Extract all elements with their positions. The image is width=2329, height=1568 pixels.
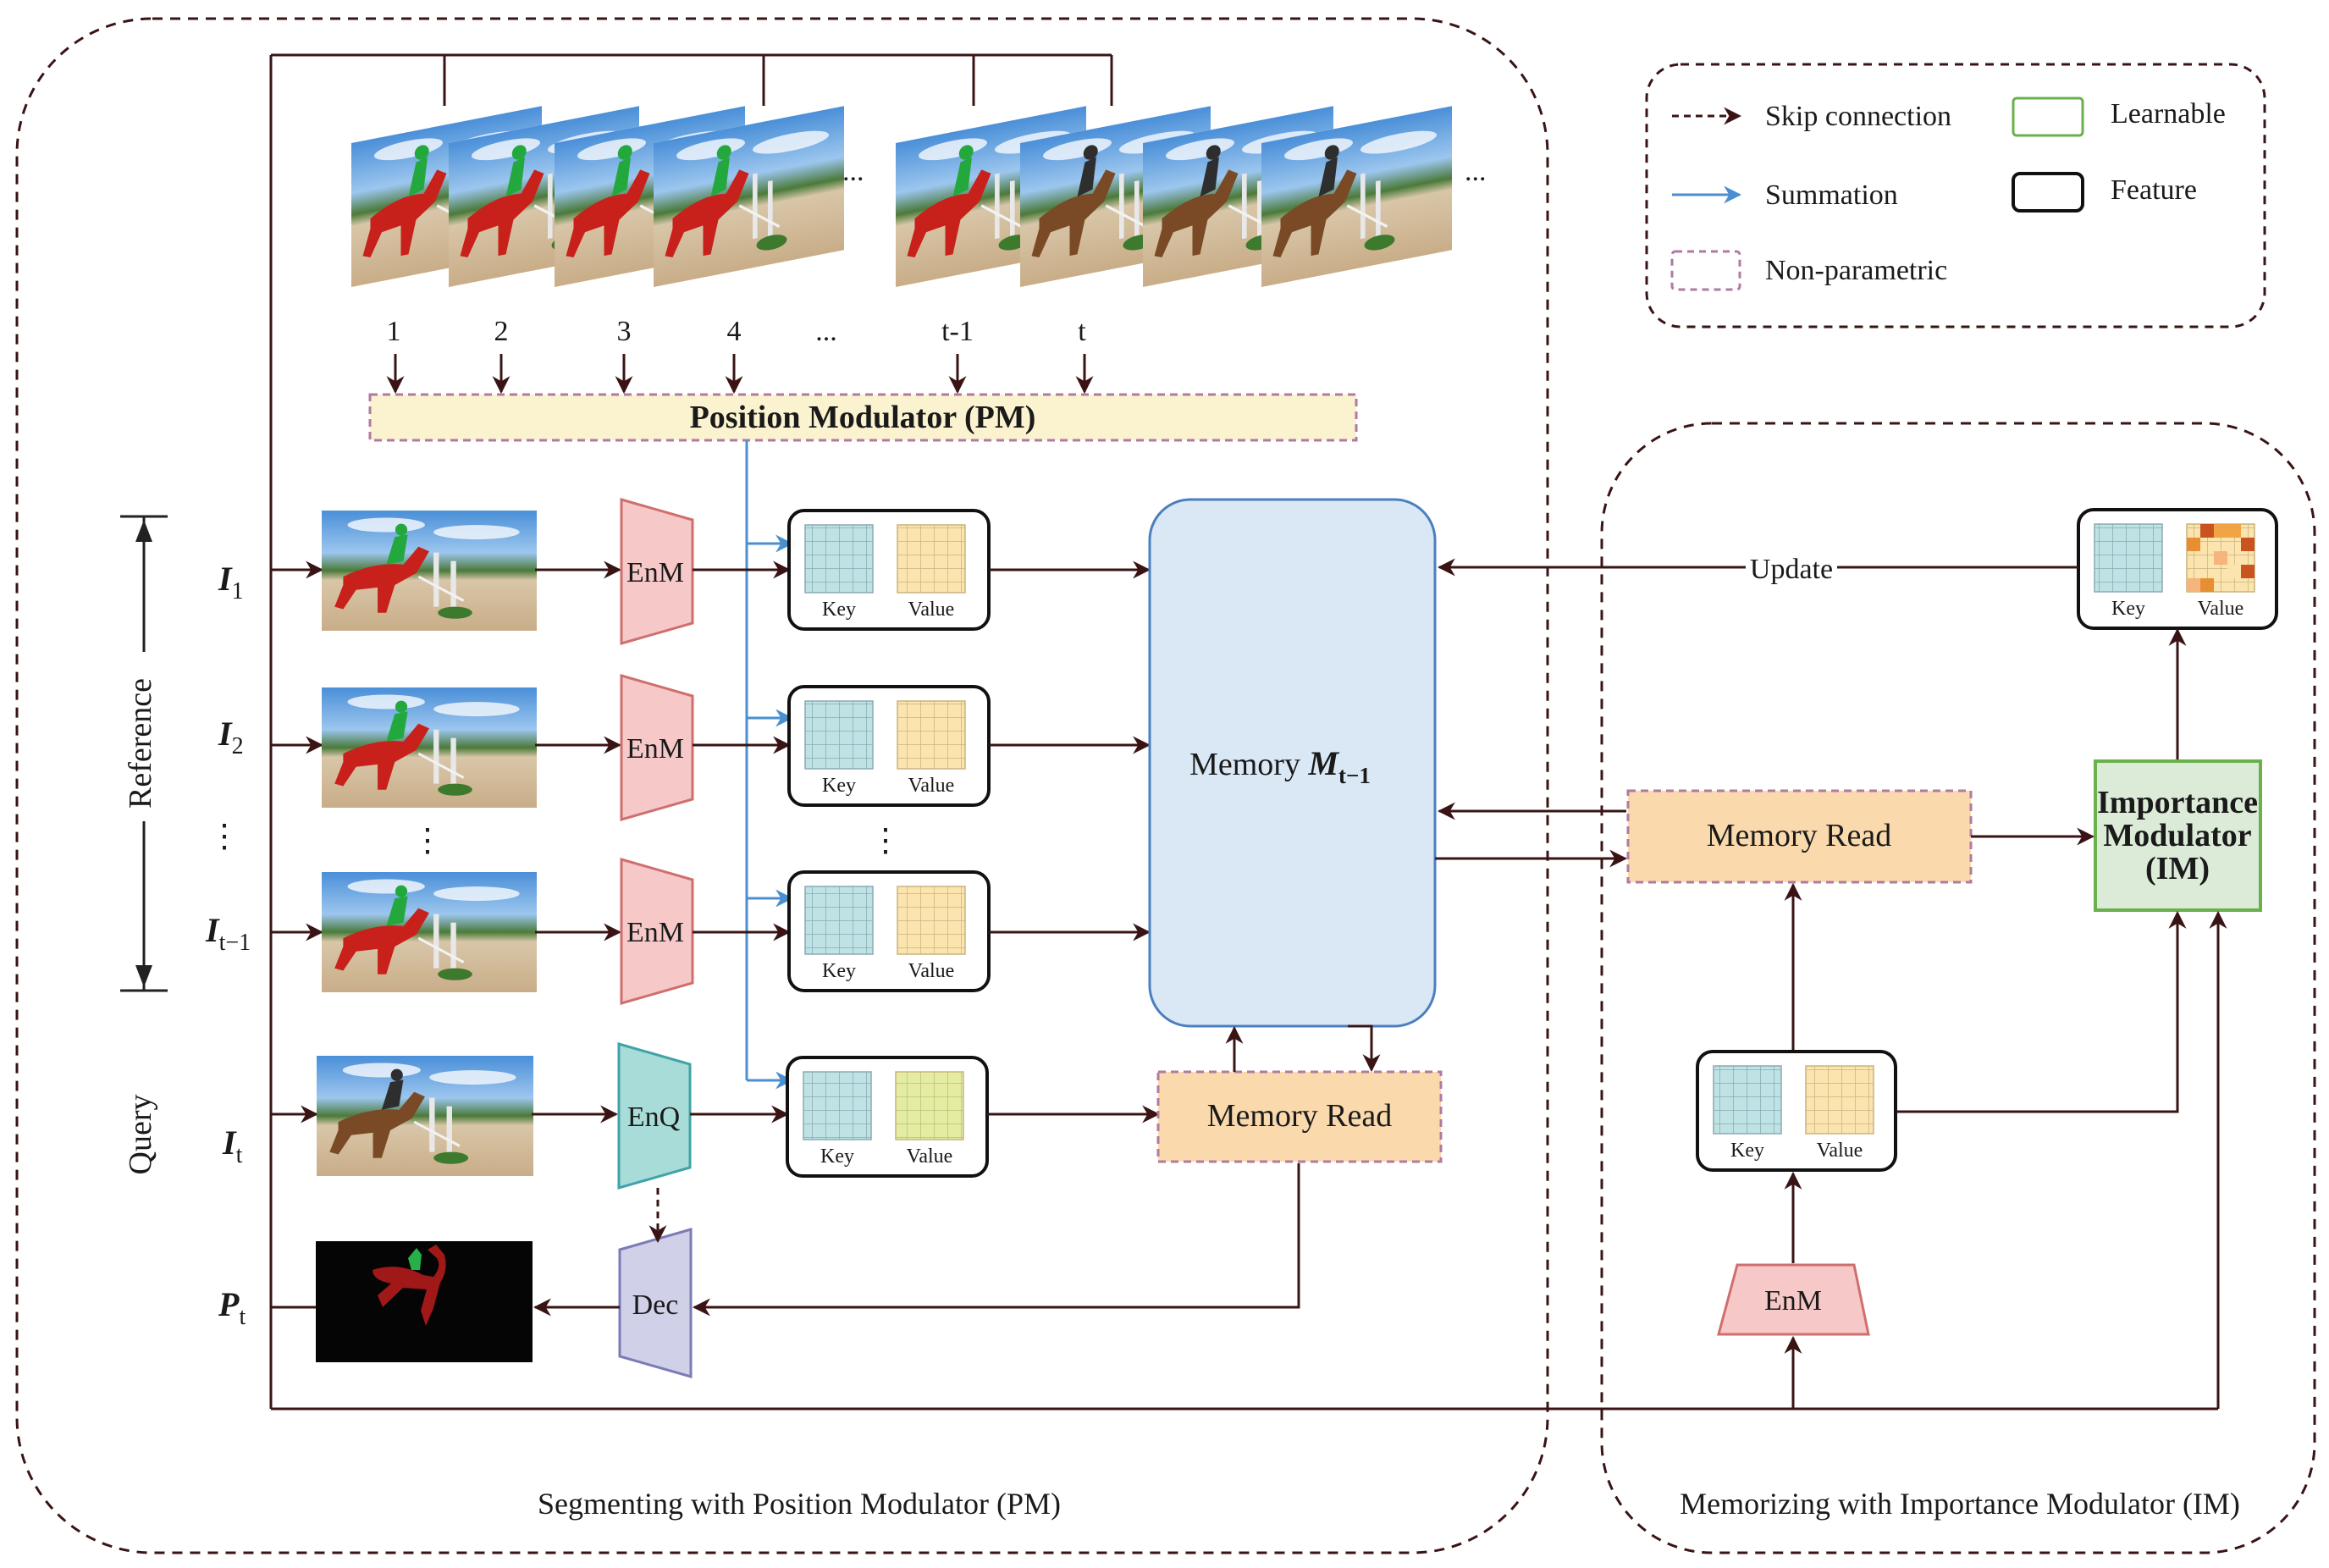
caption-right: Memorizing with Importance Modulator (IM… xyxy=(1680,1487,2240,1521)
frame-image xyxy=(317,1056,533,1176)
frame-index-2: 2 xyxy=(494,316,509,347)
mask-shape xyxy=(373,1245,446,1326)
query-label: Query xyxy=(123,1095,158,1175)
frame-index-arrows xyxy=(386,354,1094,395)
reference-bracket: Reference xyxy=(120,515,168,992)
bus-to-images xyxy=(271,560,324,1124)
frame-index-3: 3 xyxy=(617,316,632,347)
frame-index-labels: 1 2 3 4 ... t-1 t xyxy=(387,316,1087,347)
value-label: Value xyxy=(908,960,955,982)
memory-read-left-label: Memory Read xyxy=(1207,1098,1392,1134)
kv-to-memory-arrows xyxy=(987,560,1161,1124)
legend-feature-icon xyxy=(2012,172,2084,213)
key-label: Key xyxy=(2111,598,2145,620)
input-itm1: It−1 xyxy=(205,911,251,956)
kv-feature-box: Key Value xyxy=(2077,508,2278,630)
svg-text:EnM: EnM xyxy=(1764,1285,1822,1317)
reference-label: Reference xyxy=(123,678,158,809)
caption-left: Segmenting with Position Modulator (PM) xyxy=(538,1487,1061,1521)
legend-learnable-icon xyxy=(2012,97,2084,137)
kv-feature-box: Key Value xyxy=(1696,1050,1897,1172)
input-i1: I1 xyxy=(218,560,244,605)
strip-frame xyxy=(1261,106,1452,287)
position-modulator xyxy=(368,393,1358,442)
frame-image xyxy=(322,511,537,631)
input-it: It xyxy=(222,1124,243,1168)
frame-index-4: 4 xyxy=(727,316,742,347)
value-label: Value xyxy=(2198,598,2244,620)
strip-ellipsis-2: ... xyxy=(1465,156,1487,187)
encoder-to-kv-arrows xyxy=(648,560,792,1244)
im-line-2: Modulator xyxy=(2103,818,2251,853)
legend-sum-label: Summation xyxy=(1765,179,1898,211)
frame-image xyxy=(322,872,537,992)
strip-frame xyxy=(654,106,844,287)
value-label: Value xyxy=(908,775,955,797)
kv-feature-box: Key Value xyxy=(787,685,991,807)
svg-text:EnM: EnM xyxy=(626,917,684,948)
legend: Skip connection Summation Non-parametric… xyxy=(1645,63,2266,329)
update-label: Update xyxy=(1750,554,1833,585)
decoder: Dec xyxy=(618,1228,693,1378)
video-frame-strip xyxy=(351,106,1452,287)
output-pt: Pt xyxy=(218,1285,246,1330)
kv-feature-box: Key Value xyxy=(787,870,991,992)
legend-feature-label: Feature xyxy=(2111,174,2197,206)
enm-encoder-2: EnM xyxy=(620,674,694,821)
key-label: Key xyxy=(820,1146,854,1168)
key-label: Key xyxy=(1730,1140,1764,1162)
kv-feature-box: Key Value xyxy=(786,1056,989,1178)
frame-index-1: 1 xyxy=(387,316,401,347)
enq-encoder: EnQ xyxy=(617,1042,692,1190)
value-label: Value xyxy=(1817,1140,1863,1162)
memory-read-left-links xyxy=(533,1024,1381,1317)
svg-text:EnM: EnM xyxy=(626,733,684,765)
update-label-bg xyxy=(1746,552,1837,582)
frame-image xyxy=(322,687,537,808)
position-modulator-label: Position Modulator (PM) xyxy=(690,400,1036,435)
value-label: Value xyxy=(908,599,955,621)
im-line-1: Importance xyxy=(2097,785,2258,820)
importance-modulator xyxy=(2094,759,2262,912)
image-to-encoder-arrows xyxy=(532,560,622,1124)
row-images xyxy=(317,511,537,1176)
svg-text:EnQ: EnQ xyxy=(627,1101,680,1133)
memory-read-left xyxy=(1156,1070,1443,1163)
svg-text:Dec: Dec xyxy=(632,1289,679,1321)
memory-bank xyxy=(1148,498,1437,1028)
enm-encoder-1: EnM xyxy=(620,498,694,645)
svg-text:EnM: EnM xyxy=(626,557,684,588)
enm-encoder-right: EnM xyxy=(1717,1263,1870,1336)
frame-index-tm1: t-1 xyxy=(941,316,974,347)
skip-bus xyxy=(269,53,2218,1411)
image-dots: ⋮ xyxy=(411,823,444,859)
reference-dots: ⋮ xyxy=(208,819,240,854)
key-label: Key xyxy=(822,599,856,621)
frame-index-ellipsis: ... xyxy=(815,316,837,347)
key-label: Key xyxy=(822,775,856,797)
kv-feature-box: Key Value xyxy=(787,509,991,631)
im-line-3: (IM) xyxy=(2145,851,2210,886)
legend-nonparam-icon xyxy=(1670,250,1741,291)
key-label: Key xyxy=(822,960,856,982)
input-i2: I2 xyxy=(218,715,244,759)
memory-label: Memory Mt−1 xyxy=(1189,744,1371,788)
strip-ellipsis-1: ... xyxy=(842,156,864,187)
memory-read-right xyxy=(1626,789,1973,884)
enm-encoder-3: EnM xyxy=(620,858,694,1005)
memory-read-right-label: Memory Read xyxy=(1707,818,1891,853)
summation-lines xyxy=(745,440,794,1090)
frame-index-t: t xyxy=(1078,316,1086,347)
segmenting-region xyxy=(15,17,1549,1554)
legend-skip-label: Skip connection xyxy=(1765,101,1951,132)
legend-learnable-label: Learnable xyxy=(2111,98,2226,130)
value-label: Value xyxy=(907,1146,953,1168)
memorizing-region xyxy=(1600,422,2316,1554)
legend-nonparam-label: Non-parametric xyxy=(1765,255,1947,286)
kv-dots: ⋮ xyxy=(869,823,902,859)
